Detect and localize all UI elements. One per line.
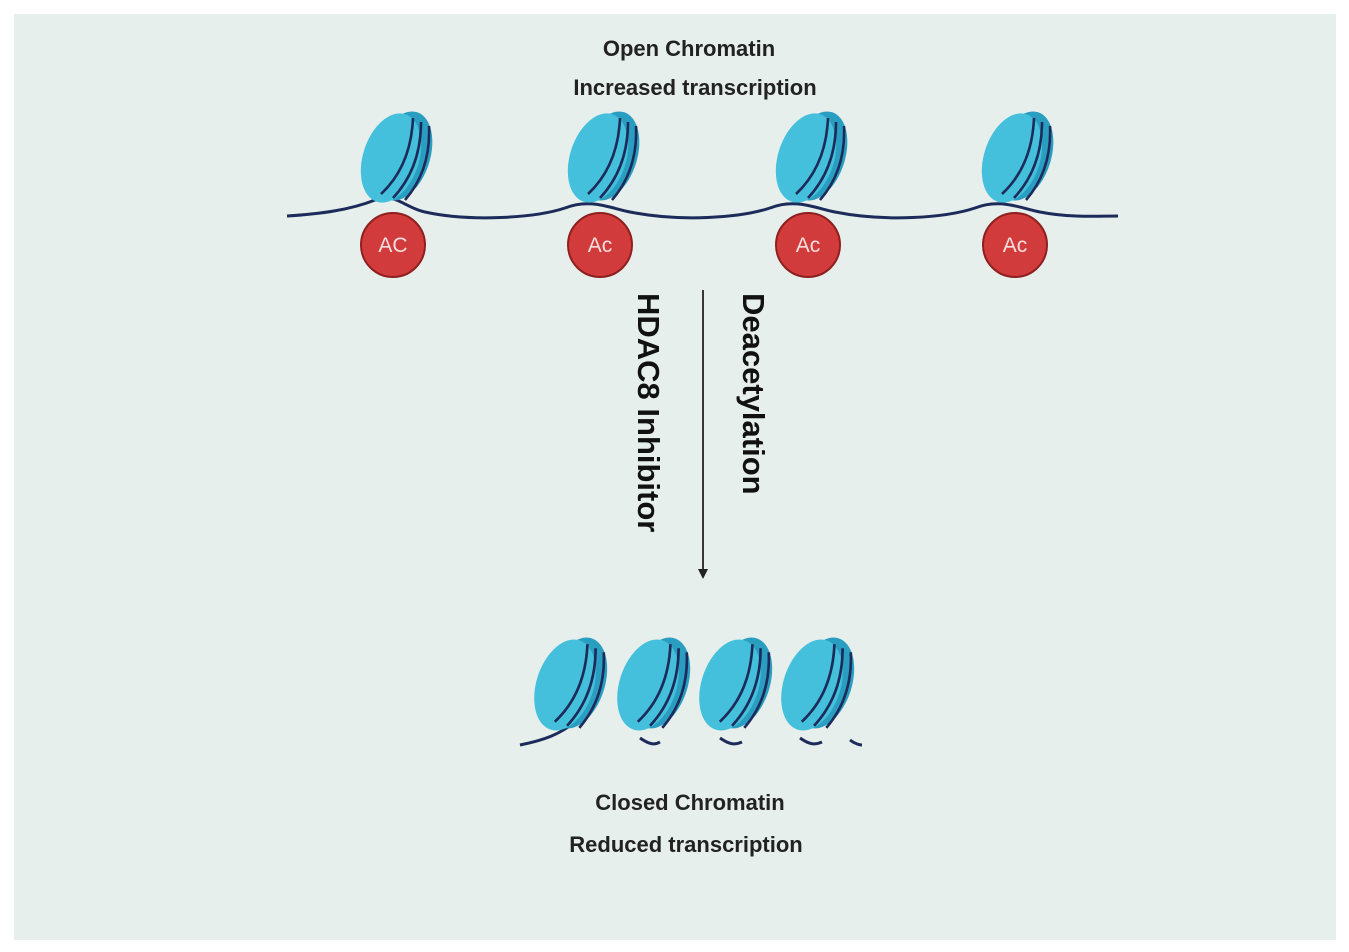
closed-nucleosome	[522, 628, 620, 740]
closed-chromatin-title: Closed Chromatin	[595, 790, 785, 815]
reduced-transcription-label: Reduced transcription	[569, 832, 803, 857]
top-dna-strand	[286, 196, 1119, 220]
open-nucleosome	[763, 102, 860, 212]
acetyl-label: Ac	[796, 234, 821, 257]
acetyl-mark	[360, 212, 426, 278]
open-nucleosome	[969, 102, 1066, 212]
open-nucleosome	[348, 102, 445, 212]
diagram-panel	[14, 14, 1336, 940]
acetyl-mark	[982, 212, 1048, 278]
acetyl-mark	[775, 212, 841, 278]
acetyl-label: Ac	[588, 234, 613, 257]
increased-transcription-label: Increased transcription	[573, 75, 817, 100]
open-nucleosome	[555, 102, 652, 212]
hdac8-inhibitor-label: HDAC8 Inhibitor	[631, 293, 666, 533]
acetyl-label: AC	[378, 234, 407, 257]
acetyl-mark	[567, 212, 633, 278]
closed-nucleosome	[605, 628, 703, 740]
closed-nucleosome	[687, 628, 785, 740]
open-chromatin-title: Open Chromatin	[602, 36, 776, 61]
closed-nucleosome	[769, 628, 867, 740]
acetyl-label: Ac	[1003, 234, 1028, 257]
deacetylation-label: Deacetylation	[736, 293, 771, 495]
bottom-dna-strand	[519, 720, 863, 747]
